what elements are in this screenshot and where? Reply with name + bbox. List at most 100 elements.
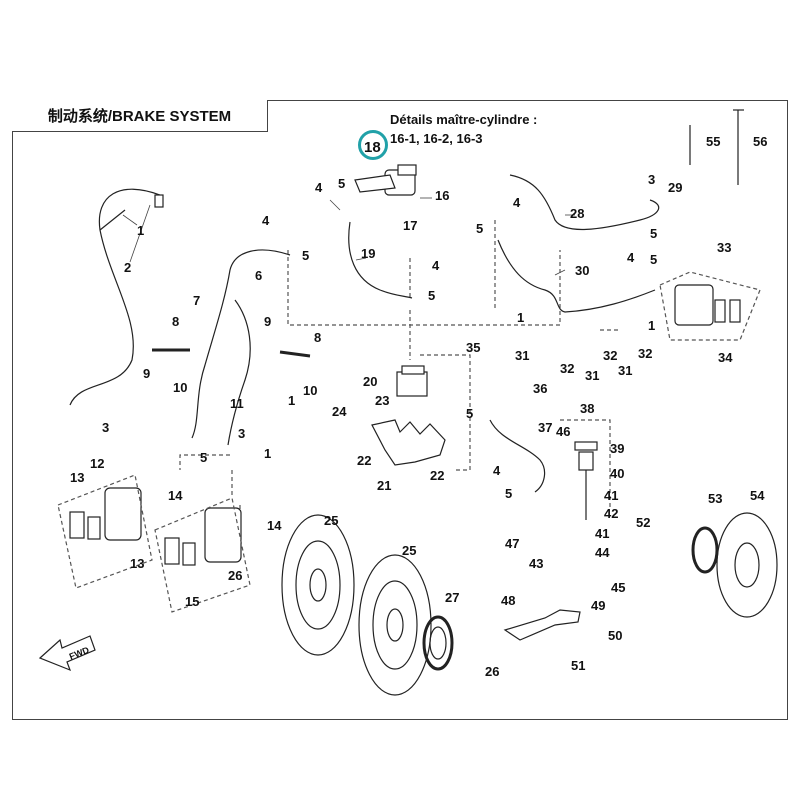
brake-hose-37 xyxy=(489,419,546,493)
part-label-41b: 41 xyxy=(595,526,609,541)
part-label-49: 49 xyxy=(591,598,605,613)
part-label-27: 27 xyxy=(445,590,459,605)
front-brake-disc-left xyxy=(281,514,355,656)
part-label-53: 53 xyxy=(708,491,722,506)
part-label-1b: 1 xyxy=(288,393,295,408)
part-label-17: 17 xyxy=(403,218,417,233)
part-label-56: 56 xyxy=(753,134,767,149)
part-label-45: 45 xyxy=(611,580,625,595)
part-label-3c: 3 xyxy=(648,172,655,187)
part-label-4f: 4 xyxy=(493,463,501,478)
abs-bracket xyxy=(371,419,446,466)
part-label-25a: 25 xyxy=(324,513,338,528)
part-label-26a: 26 xyxy=(228,568,242,583)
part-label-29: 29 xyxy=(668,180,682,195)
part-label-22a: 22 xyxy=(357,453,371,468)
part-label-5d: 5 xyxy=(428,288,435,303)
part-label-20: 20 xyxy=(363,374,377,389)
part-label-5h: 5 xyxy=(466,406,473,421)
part-label-9a: 9 xyxy=(143,366,150,381)
part-label-15: 15 xyxy=(185,594,199,609)
part-label-23: 23 xyxy=(375,393,389,408)
part-label-14a: 14 xyxy=(168,488,183,503)
part-label-7: 7 xyxy=(193,293,200,308)
part-label-35: 35 xyxy=(466,340,480,355)
brake-pedal xyxy=(503,609,581,641)
part-label-4d: 4 xyxy=(513,195,521,210)
part-label-10a: 10 xyxy=(173,380,187,395)
brake-hose-7 xyxy=(191,249,291,439)
part-label-16: 16 xyxy=(435,188,449,203)
leader-lines xyxy=(122,197,575,276)
part-label-8a: 8 xyxy=(172,314,179,329)
part-label-6: 6 xyxy=(255,268,262,283)
part-label-25b: 25 xyxy=(402,543,416,558)
part-label-1d: 1 xyxy=(517,310,524,325)
part-label-11: 11 xyxy=(230,396,244,411)
part-label-4a: 4 xyxy=(315,180,323,195)
abs-modulator xyxy=(396,365,428,397)
part-label-1e: 1 xyxy=(648,318,655,333)
part-label-4c: 4 xyxy=(432,258,440,273)
brake-hose-28 xyxy=(509,174,660,230)
part-label-13a: 13 xyxy=(70,470,84,485)
part-label-42: 42 xyxy=(604,506,618,521)
part-label-31b: 31 xyxy=(585,368,599,383)
part-label-24: 24 xyxy=(332,404,347,419)
brake-hose-2 xyxy=(69,188,161,406)
part-label-32c: 32 xyxy=(638,346,652,361)
part-label-8b: 8 xyxy=(314,330,321,345)
part-label-37: 37 xyxy=(538,420,552,435)
part-label-14b: 14 xyxy=(267,518,282,533)
part-label-54: 54 xyxy=(750,488,765,503)
part-label-1c: 1 xyxy=(264,446,271,461)
part-label-32a: 32 xyxy=(560,361,574,376)
part-label-5g: 5 xyxy=(650,252,657,267)
part-label-46: 46 xyxy=(556,424,570,439)
part-label-43: 43 xyxy=(529,556,543,571)
part-label-5i: 5 xyxy=(505,486,512,501)
part-label-5f: 5 xyxy=(650,226,657,241)
part-label-3b: 3 xyxy=(238,426,245,441)
rear-brake-disc xyxy=(716,512,778,618)
highlight-callout-18 xyxy=(358,130,388,160)
part-label-9b: 9 xyxy=(264,314,271,329)
brake-hose-19 xyxy=(348,221,413,299)
part-label-3a: 3 xyxy=(102,420,109,435)
part-label-47: 47 xyxy=(505,536,519,551)
part-label-32b: 32 xyxy=(603,348,617,363)
part-label-22b: 22 xyxy=(430,468,444,483)
part-label-48: 48 xyxy=(501,593,515,608)
part-label-51: 51 xyxy=(571,658,585,673)
diagram-title: 制动系统/BRAKE SYSTEM xyxy=(12,100,268,132)
part-label-21: 21 xyxy=(377,478,391,493)
part-label-19: 19 xyxy=(361,246,375,261)
part-label-28: 28 xyxy=(570,206,584,221)
note-line-1: Détails maître-cylindre : xyxy=(390,112,538,127)
rear-master-cylinder xyxy=(574,441,598,520)
part-label-5e: 5 xyxy=(476,221,483,236)
part-label-33: 33 xyxy=(717,240,731,255)
part-label-5b: 5 xyxy=(302,248,309,263)
front-caliper-lower xyxy=(164,507,242,566)
part-label-12: 12 xyxy=(90,456,104,471)
forward-arrow-icon xyxy=(38,635,96,672)
part-label-38: 38 xyxy=(580,401,594,416)
part-label-2: 2 xyxy=(124,260,131,275)
rear-caliper xyxy=(674,284,741,326)
note-line-2: 16-1, 16-2, 16-3 xyxy=(390,131,483,146)
part-label-5c: 5 xyxy=(200,450,207,465)
part-label-4e: 4 xyxy=(627,250,635,265)
part-label-5a: 5 xyxy=(338,176,345,191)
part-label-36: 36 xyxy=(533,381,547,396)
grouping-lines xyxy=(179,220,620,515)
part-label-26b: 26 xyxy=(485,664,499,679)
part-label-34: 34 xyxy=(718,350,733,365)
part-label-31a: 31 xyxy=(515,348,529,363)
front-brake-disc-right xyxy=(358,554,432,696)
part-label-55: 55 xyxy=(706,134,720,149)
part-label-40: 40 xyxy=(610,466,624,481)
part-label-39: 39 xyxy=(610,441,624,456)
